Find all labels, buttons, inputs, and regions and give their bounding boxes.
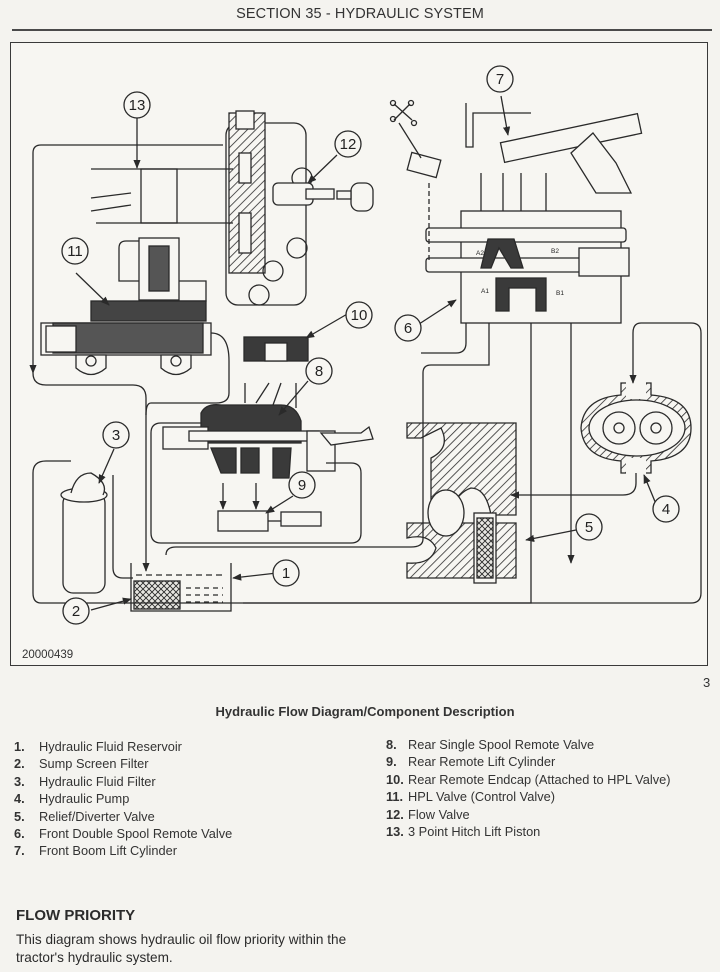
callout-leaders xyxy=(75,95,657,611)
component-item: 9. Rear Remote Lift Cylinder xyxy=(386,754,670,771)
component-number: 3. xyxy=(14,773,25,789)
flow-priority-body: This diagram shows hydraulic oil flow pr… xyxy=(16,932,347,965)
component-number: 6. xyxy=(14,825,25,841)
component-name: Rear Remote Endcap (Attached to HPL Valv… xyxy=(408,771,671,787)
front-double-spool-valve xyxy=(389,99,643,324)
callout-3 xyxy=(102,421,130,449)
figure-id: 20000439 xyxy=(22,649,74,661)
component-name: Hydraulic Pump xyxy=(39,791,130,807)
callout-13 xyxy=(123,91,151,119)
port-label-a2: A2 xyxy=(476,250,484,257)
component-number: 12. xyxy=(386,806,404,822)
component-number: 7. xyxy=(14,843,25,859)
figure-caption: Hydraulic Flow Diagram/Component Descrip… xyxy=(215,704,515,719)
component-name: Front Boom Lift Cylinder xyxy=(39,843,177,859)
component-number: 9. xyxy=(386,754,397,770)
relief-diverter-valve xyxy=(406,422,517,584)
port-label-b1: B1 xyxy=(556,290,564,297)
diagram-drawing: 1 2 3 4 5 6 7 8 9 10 11 12 13 A2 B2 A1 B… xyxy=(29,65,702,625)
callout-circles xyxy=(61,65,680,625)
component-name: Hydraulic Fluid Reservoir xyxy=(39,739,182,754)
component-name: Flow Valve xyxy=(408,806,470,822)
component-item: 6. Front Double Spool Remote Valve xyxy=(14,826,232,843)
component-name: Rear Single Spool Remote Valve xyxy=(408,737,595,752)
hydraulic-fluid-filter xyxy=(60,472,108,594)
component-number: 8. xyxy=(386,737,397,752)
port-label-b2: B2 xyxy=(551,248,559,255)
component-name: Hydraulic Fluid Filter xyxy=(39,773,156,789)
callout-label: 12 xyxy=(340,136,357,153)
callout-label: 10 xyxy=(351,307,368,324)
callout-label: 13 xyxy=(129,97,146,114)
component-item: 12.Flow Valve xyxy=(386,807,670,824)
component-list-right: 8. Rear Single Spool Remote Valve 9. Rear … xyxy=(386,737,670,841)
flow-lines xyxy=(29,144,702,604)
callout-label: 5 xyxy=(585,519,593,536)
page-number: 3 xyxy=(703,675,711,690)
callout-9 xyxy=(288,471,316,499)
callout-12 xyxy=(334,130,362,158)
component-number: 13. xyxy=(386,823,404,839)
component-item: 4. Hydraulic Pump xyxy=(14,791,232,808)
component-item: 3. Hydraulic Fluid Filter xyxy=(14,774,232,791)
component-item: 13.3 Point Hitch Lift Piston xyxy=(386,824,670,841)
component-item: 8. Rear Single Spool Remote Valve xyxy=(386,737,670,754)
callout-8 xyxy=(305,357,333,385)
component-number: 4. xyxy=(14,791,25,807)
component-name: Relief/Diverter Valve xyxy=(39,808,155,824)
callout-labels: 1 2 3 4 5 6 7 8 9 10 11 12 13 xyxy=(67,71,670,620)
hydraulic-flow-diagram: 1 2 3 4 5 6 7 8 9 10 11 12 13 A2 B2 A1 B… xyxy=(10,42,708,666)
callout-5 xyxy=(575,513,603,541)
reservoir xyxy=(130,563,232,612)
component-number: 11. xyxy=(386,789,404,805)
component-number: 5. xyxy=(14,808,25,824)
port-label-a1: A1 xyxy=(481,288,489,295)
component-item: 1. Hydraulic Fluid Reservoir xyxy=(14,739,232,756)
callout-7 xyxy=(486,65,514,93)
component-item: 10.Rear Remote Endcap (Attached to HPL V… xyxy=(386,772,670,789)
rear-single-spool-valve xyxy=(162,382,374,479)
callout-2 xyxy=(62,597,90,625)
callout-label: 2 xyxy=(72,603,80,620)
callout-label: 8 xyxy=(315,363,323,380)
valve-port-labels: A2 B2 A1 B1 xyxy=(476,248,564,297)
callout-label: 9 xyxy=(298,477,306,494)
callout-label: 11 xyxy=(67,243,83,260)
callout-label: 6 xyxy=(404,320,412,337)
callout-6 xyxy=(394,314,422,342)
section-header-title: SECTION 35 - HYDRAULIC SYSTEM xyxy=(236,6,484,22)
callout-label: 7 xyxy=(496,71,504,88)
component-item: 7. Front Boom Lift Cylinder xyxy=(14,843,232,860)
component-name: 3 Point Hitch Lift Piston xyxy=(408,823,541,839)
callout-4 xyxy=(652,495,680,523)
component-list-left: 1. Hydraulic Fluid Reservoir 2. Sump Scree… xyxy=(14,739,232,861)
hydraulic-pump xyxy=(580,381,692,476)
component-number: 2. xyxy=(14,756,25,772)
component-name: HPL Valve (Control Valve) xyxy=(408,789,555,805)
component-name: Front Double Spool Remote Valve xyxy=(39,825,233,841)
callout-label: 4 xyxy=(662,501,670,518)
header-divider xyxy=(12,29,712,31)
callout-label: 1 xyxy=(282,565,290,582)
callout-1 xyxy=(272,559,300,587)
rear-remote-endcap xyxy=(243,336,309,362)
rear-lift-cylinder xyxy=(217,510,269,532)
component-item: 2. Sump Screen Filter xyxy=(14,756,232,773)
component-item: 11.HPL Valve (Control Valve) xyxy=(386,789,670,806)
component-number: 10. xyxy=(386,771,404,787)
hitch-lift-piston xyxy=(90,168,233,224)
callout-11 xyxy=(61,237,89,265)
callout-10 xyxy=(345,301,373,329)
component-name: Sump Screen Filter xyxy=(39,756,149,772)
hpl-valve xyxy=(40,237,212,376)
component-item: 5. Relief/Diverter Valve xyxy=(14,809,232,826)
flow-valve-assembly xyxy=(225,110,374,306)
component-name: Rear Remote Lift Cylinder xyxy=(408,754,556,770)
callout-label: 3 xyxy=(112,427,120,444)
component-number: 1. xyxy=(14,739,25,754)
flow-priority-heading: FLOW PRIORITY xyxy=(16,907,136,924)
